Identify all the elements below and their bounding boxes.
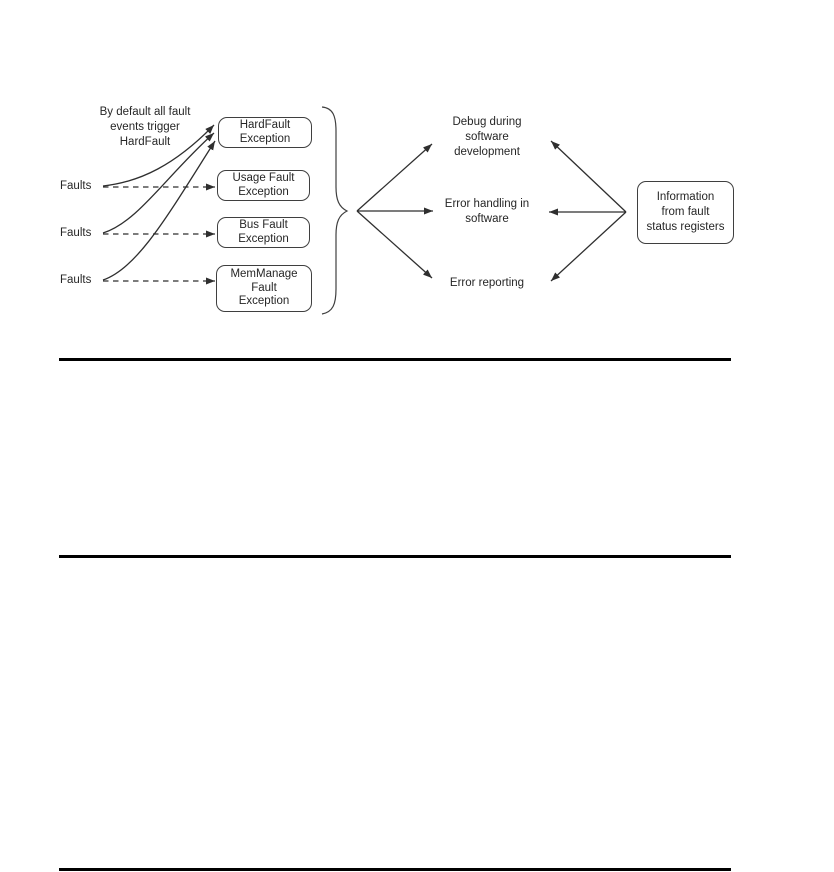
arrow-info-debug	[550, 140, 627, 213]
faults-label-3: Faults	[60, 274, 92, 286]
curved-arrow-faults2-hardfault	[102, 132, 215, 234]
hardfault-exception-box: HardFault Exception	[218, 117, 312, 148]
faults-label-1: Faults	[60, 180, 92, 192]
curved-arrow-faults1-hardfault	[102, 124, 215, 187]
info-fault-status-registers-label: Information from fault status registers	[646, 191, 725, 233]
horizontal-rule-3	[59, 868, 731, 871]
bus-fault-exception-label: Bus Fault Exception	[238, 219, 289, 245]
arrow-info-error-reporting	[550, 211, 627, 282]
bus-fault-exception-box: Bus Fault Exception	[217, 217, 310, 248]
curly-brace-icon	[321, 106, 349, 315]
curved-arrow-faults3-hardfault	[102, 140, 216, 281]
memmanage-fault-exception-box: MemManage Fault Exception	[216, 265, 312, 312]
purpose-error-handling: Error handling in software	[444, 198, 530, 225]
faults-label-2: Faults	[60, 227, 92, 239]
purpose-error-reporting: Error reporting	[449, 277, 525, 289]
memmanage-fault-exception-label: MemManage Fault Exception	[230, 268, 298, 308]
horizontal-rule-2	[59, 555, 731, 558]
purpose-debug: Debug during software development	[452, 116, 522, 158]
arrow-brace-error-reporting	[356, 210, 433, 279]
arrow-brace-debug	[356, 143, 433, 212]
usage-fault-exception-label: Usage Fault Exception	[232, 172, 295, 198]
horizontal-rule-1	[59, 358, 731, 361]
info-fault-status-registers-box: Information from fault status registers	[637, 181, 734, 244]
hardfault-exception-label: HardFault Exception	[239, 119, 291, 145]
note-default-hardfault: By default all fault events trigger Hard…	[99, 106, 191, 148]
diagram-connectors	[102, 106, 627, 315]
usage-fault-exception-box: Usage Fault Exception	[217, 170, 310, 201]
